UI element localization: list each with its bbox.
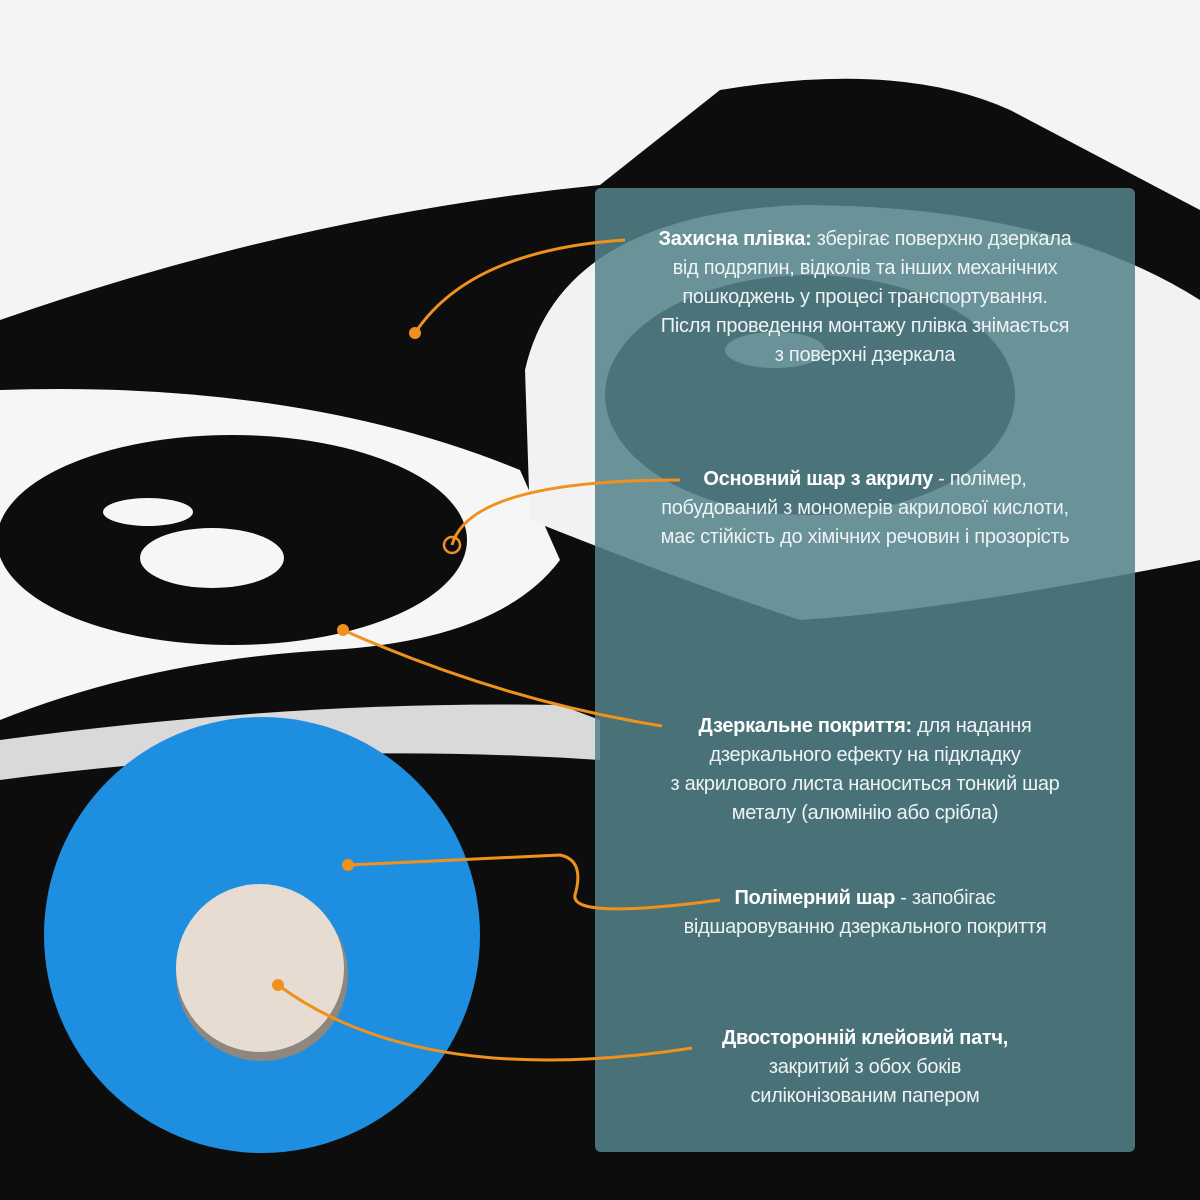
callout-text: - полімер, bbox=[932, 468, 1027, 490]
callout-title: Основний шар з акрилу bbox=[703, 468, 933, 490]
callout-protective-film: Захисна плівка: зберігає поверхню дзерка… bbox=[600, 225, 1130, 370]
callout-text: металу (алюмінію або срібла) bbox=[731, 802, 999, 824]
eye-hole-small bbox=[103, 498, 193, 526]
callout-text: силіконізованим папером bbox=[750, 1085, 980, 1107]
callout-mirror-coating: Дзеркальне покриття: для надання дзеркал… bbox=[600, 712, 1130, 828]
callout-text: має стійкість до хімічних речовин і проз… bbox=[660, 526, 1070, 548]
callout-text: закритий з обох боків bbox=[768, 1056, 962, 1078]
callout-text: з поверхні дзеркала bbox=[774, 344, 956, 366]
callout-text: з акрилового листа наноситься тонкий шар bbox=[670, 773, 1060, 795]
callout-title: Двосторонній клейовий патч, bbox=[722, 1027, 1008, 1049]
callout-title: Дзеркальне покриття: bbox=[698, 715, 913, 737]
callout-title: Полімерний шар bbox=[734, 887, 895, 909]
callout-text: - запобігає bbox=[895, 887, 996, 909]
callout-acrylic-layer: Основний шар з акрилу - полімер, побудов… bbox=[600, 465, 1130, 552]
callout-text: Після проведення монтажу плівка знімаєть… bbox=[660, 315, 1070, 337]
callout-adhesive-patch: Двосторонній клейовий патч, закритий з о… bbox=[600, 1024, 1130, 1111]
callout-text: відшаровуванню дзеркального покриття bbox=[683, 916, 1047, 938]
callout-text: побудований з мономерів акрилової кислот… bbox=[661, 497, 1069, 519]
callout-text: від подряпин, відколів та інших механічн… bbox=[672, 257, 1058, 279]
callout-text: для надання bbox=[911, 715, 1032, 737]
eye-hole-large bbox=[140, 528, 284, 588]
callout-polymer-layer: Полімерний шар - запобігає відшаровуванн… bbox=[600, 884, 1130, 942]
callout-title: Захисна плівка: bbox=[658, 228, 812, 250]
callout-text: пошкоджень у процесі транспортування. bbox=[682, 286, 1048, 308]
callout-text: зберігає поверхню дзеркала bbox=[816, 228, 1072, 250]
callout-text: дзеркального ефекту на підкладку bbox=[709, 744, 1021, 766]
adhesive-patch bbox=[176, 884, 344, 1052]
